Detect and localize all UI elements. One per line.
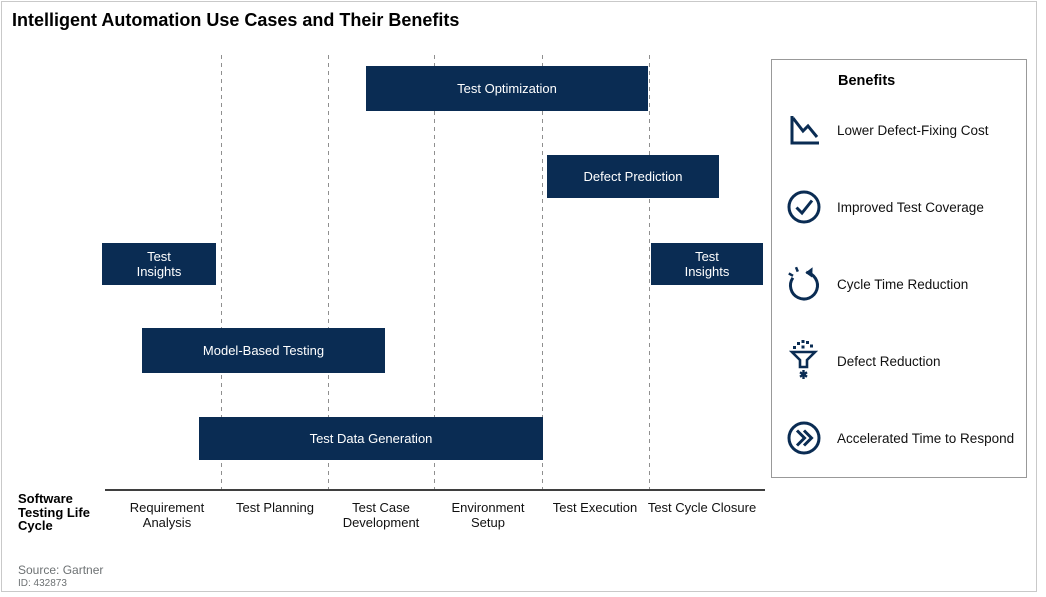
benefit-row-accelerated-time-to-respond: Accelerated Time to Respond [780,415,1014,461]
bar-test-insights-left: Test Insights [102,243,216,285]
bar-model-based-testing: Model-Based Testing [142,328,385,373]
gridline [434,55,435,490]
benefit-row-improved-test-coverage: Improved Test Coverage [780,184,984,230]
bar-label: Defect Prediction [583,169,683,184]
benefits-panel: Benefits Lower Defect-Fixing Cost Improv… [771,59,1027,478]
phase-label-environment-setup: Environment Setup [451,500,525,530]
bar-label: Test Insights [136,249,182,279]
bar-defect-prediction: Defect Prediction [547,155,719,198]
bar-label: Test Optimization [457,81,557,96]
double-chevron-circle-icon [780,415,828,461]
bar-test-optimization: Test Optimization [366,66,648,111]
bar-label: Model-Based Testing [202,343,325,358]
benefit-label: Cycle Time Reduction [837,276,969,292]
phase-label-test-case-development: Test Case Development [342,500,420,530]
benefit-label: Improved Test Coverage [837,199,984,215]
phase-label-requirement-analysis: Requirement Analysis [129,500,205,530]
phase-label-test-cycle-closure: Test Cycle Closure [647,500,757,515]
benefit-label: Defect Reduction [837,353,941,369]
benefit-label: Accelerated Time to Respond [837,430,1015,446]
benefit-row-defect-reduction: Defect Reduction [780,338,941,384]
gridline [542,55,543,490]
axis-line [105,489,765,491]
axis-title: Software Testing Life Cycle [18,491,90,533]
declining-line-chart-icon [780,107,828,153]
gridline [221,55,222,490]
bar-test-insights-right: Test Insights [651,243,763,285]
benefit-row-lower-defect-fixing-cost: Lower Defect-Fixing Cost [780,107,989,153]
funnel-bug-icon [780,338,828,384]
bar-test-data-generation: Test Data Generation [199,417,543,460]
benefit-row-cycle-time-reduction: Cycle Time Reduction [780,261,968,307]
bar-label: Test Data Generation [309,431,433,446]
phase-label-test-planning: Test Planning [235,500,315,515]
phase-label-test-execution: Test Execution [552,500,638,515]
page-title: Intelligent Automation Use Cases and The… [12,10,460,30]
circular-arrow-icon [780,261,828,307]
gridline [649,55,650,490]
bar-label: Test Insights [684,249,730,279]
benefits-title: Benefits [838,73,896,89]
gridline [328,55,329,490]
benefit-label: Lower Defect-Fixing Cost [837,122,989,138]
source-id: ID: 432873 [18,578,67,589]
check-circle-icon [780,184,828,230]
source-note: Source: Gartner [18,563,104,577]
